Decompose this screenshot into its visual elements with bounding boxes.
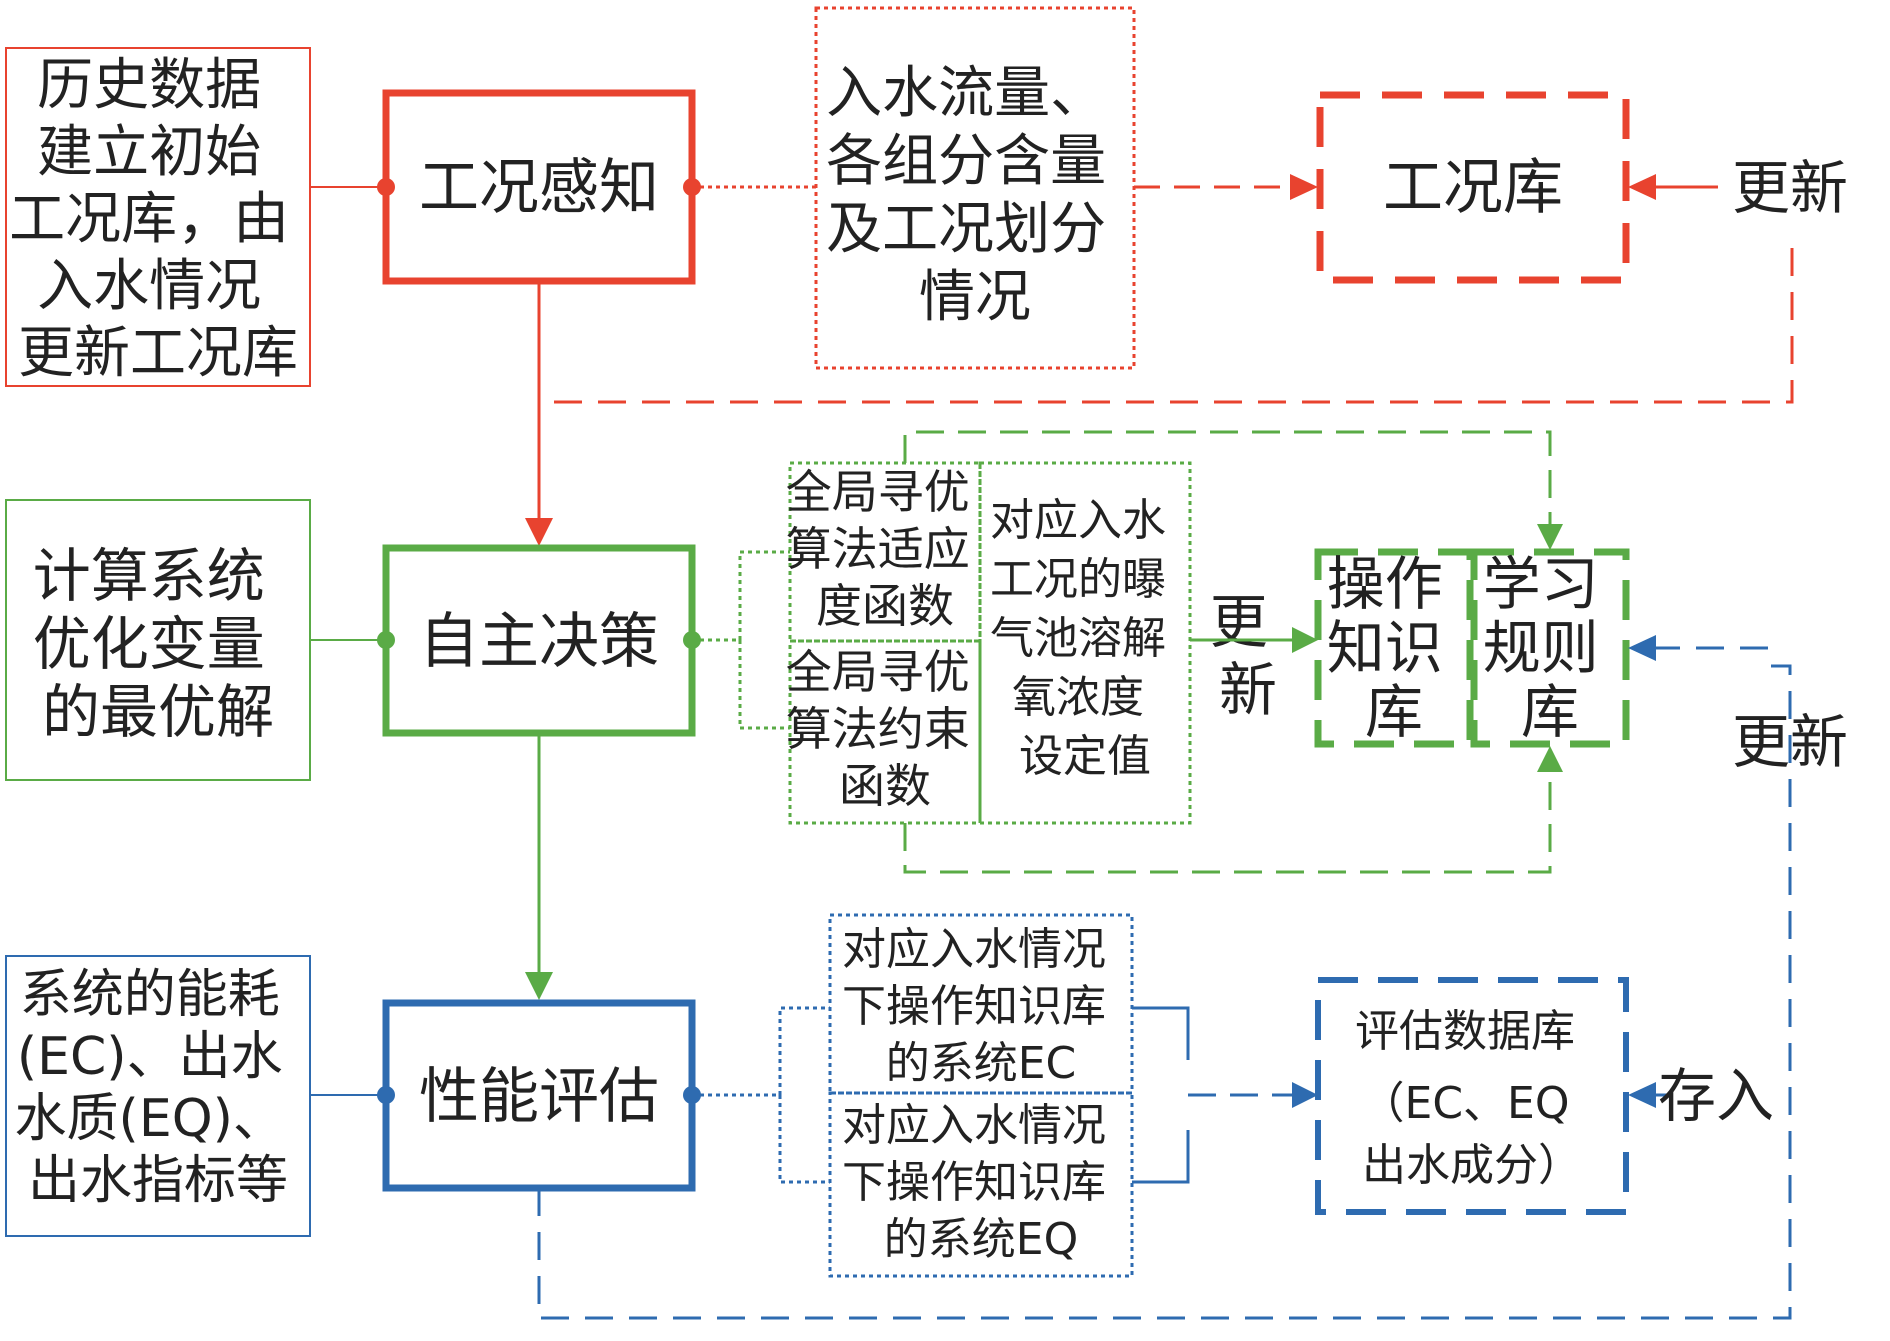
decision-update-label: 更 新 <box>1210 588 1286 724</box>
ec-result-text: 对应入水情况 下操作知识库 的系统EC <box>842 924 1120 1089</box>
perception-source-text: 历史数据 建立初始 工况库，由 入水情况 更新工况库 <box>9 53 307 386</box>
evaluation-main-label: 性能评估 <box>419 1062 659 1132</box>
eq-result-text: 对应入水情况 下操作知识库 的系统EQ <box>842 1100 1120 1265</box>
evaluation-database-line: 评估数据库 <box>1355 1006 1575 1057</box>
constraint-to-rule-loop <box>903 766 1552 874</box>
fitness-function-line: 度函数 <box>816 579 954 633</box>
perception-decision-arrowhead <box>525 518 553 546</box>
library-update-arrowhead <box>1628 174 1656 200</box>
decision-source-line: 优化变量 <box>33 610 265 678</box>
perception-source-line: 更新工况库 <box>18 321 298 386</box>
constraint-function-line: 函数 <box>839 759 931 813</box>
decision-source-line: 的最优解 <box>42 678 274 746</box>
rule-library-line: 学习 <box>1483 550 1599 618</box>
evaluation-source-line: (EC)、出水 <box>17 1027 283 1087</box>
knowledge-library-line: 知识 <box>1327 614 1443 682</box>
rule-library-line: 库 <box>1521 678 1579 746</box>
perception-source-line: 建立初始 <box>37 120 261 185</box>
store-arrowhead <box>1628 1082 1656 1108</box>
evaluation-feedback-to-rules <box>1768 646 1770 648</box>
decision-evaluation-arrowhead <box>525 972 553 1000</box>
condition-library-box <box>1316 91 1630 284</box>
oxygen-setpoint-box <box>978 461 1192 825</box>
evaluation-source-text: 系统的能耗 (EC)、出水 水质(EQ)、 出水指标等 <box>15 965 302 1211</box>
perception-feedback-loop <box>540 248 1794 404</box>
perception-source-line: 工况库，由 <box>9 187 289 252</box>
knowledge-library-box <box>1314 548 1474 748</box>
rule-library-text: 学习 规则 库 <box>1483 550 1617 746</box>
ec-result-line: 的系统EC <box>886 1038 1077 1089</box>
perception-output-line: 及工况划分 <box>826 197 1106 262</box>
knowledge-library-line: 库 <box>1365 678 1423 746</box>
perception-library-arrowhead <box>1290 174 1318 200</box>
constraint-rule-arrowhead <box>1537 746 1563 772</box>
perception-output-line: 情况 <box>919 265 1031 330</box>
constraint-function-box <box>788 639 982 825</box>
perception-output-text: 入水流量、 各组分含量 及工况划分 情况 <box>826 61 1124 330</box>
perception-output-line: 入水流量、 <box>826 61 1106 126</box>
eq-result-line: 下操作知识库 <box>842 1157 1106 1208</box>
fitness-to-rule-loop <box>903 430 1552 530</box>
evaluation-feedback-loop <box>537 664 1792 1320</box>
oxygen-setpoint-line: 工况的曝 <box>990 554 1166 605</box>
knowledge-library-line: 操作 <box>1327 550 1443 618</box>
perception-output-line: 各组分含量 <box>826 129 1106 194</box>
ec-result-line: 下操作知识库 <box>842 981 1106 1032</box>
oxygen-setpoint-text: 对应入水 工况的曝 气池溶解 氧浓度 设定值 <box>990 495 1180 782</box>
decision-main-label: 自主决策 <box>419 607 659 677</box>
perception-update-label: 更新 <box>1732 154 1848 222</box>
condition-library-label: 工况库 <box>1383 153 1563 223</box>
perception-main-label: 工况感知 <box>419 153 659 223</box>
ec-result-line: 对应入水情况 <box>842 924 1106 975</box>
constraint-function-line: 全局寻优 <box>786 645 970 699</box>
evaluation-database-line: 出水成分） <box>1362 1140 1582 1191</box>
decision-row: 计算系统 优化变量 的最优解 自主决策 全局寻优 算法适应 度函数 全局寻优 算… <box>5 430 1630 1000</box>
perception-source-line: 入水情况 <box>37 254 261 319</box>
constraint-function-text: 全局寻优 算法约束 函数 <box>786 645 985 813</box>
evaluation-row: 系统的能耗 (EC)、出水 水质(EQ)、 出水指标等 性能评估 对应入水情况 … <box>5 635 1848 1320</box>
setpoint-knowledge-arrowhead <box>1292 627 1318 653</box>
eq-result-box <box>828 1091 1134 1278</box>
evaluation-branch-connector <box>692 1006 830 1097</box>
decision-branch-connector-lower <box>738 640 790 730</box>
evaluation-branch-connector-lower <box>778 1095 830 1184</box>
perception-source-box <box>5 47 311 387</box>
oxygen-setpoint-line: 气池溶解 <box>990 613 1166 664</box>
rule-library-line: 规则 <box>1483 614 1599 682</box>
decision-branch-connector <box>692 550 790 642</box>
decision-update-char: 更 <box>1210 588 1268 656</box>
rule-library-box <box>1470 548 1630 748</box>
decision-source-text: 计算系统 优化变量 的最优解 <box>33 542 283 746</box>
eq-result-line: 对应入水情况 <box>842 1100 1106 1151</box>
decision-source-line: 计算系统 <box>33 542 265 610</box>
oxygen-setpoint-line: 对应入水 <box>990 495 1166 546</box>
decision-update-char: 新 <box>1219 656 1277 724</box>
ec-to-database-connector <box>1132 1006 1190 1060</box>
fitness-function-line: 全局寻优 <box>786 465 970 519</box>
perception-row: 历史数据 建立初始 工况库，由 入水情况 更新工况库 工况感知 入水流量、 各组… <box>5 6 1848 546</box>
eq-result-line: 的系统EQ <box>884 1214 1078 1265</box>
evaluation-source-line: 出水指标等 <box>28 1151 288 1211</box>
eq-to-database-connector <box>1132 1130 1190 1184</box>
knowledge-library-text: 操作 知识 库 <box>1327 550 1461 746</box>
evaluation-database-box <box>1315 977 1629 1215</box>
evaluation-source-line: 系统的能耗 <box>20 965 280 1025</box>
evaluation-database-text: 评估数据库 （EC、EQ 出水成分） <box>1355 1006 1589 1191</box>
fitness-function-text: 全局寻优 算法适应 度函数 <box>786 465 985 633</box>
evaluation-database-line: （EC、EQ <box>1361 1078 1570 1129</box>
evaluation-store-label: 存入 <box>1658 1062 1774 1130</box>
constraint-function-line: 算法约束 <box>786 702 970 756</box>
evaluation-source-line: 水质(EQ)、 <box>15 1089 285 1149</box>
results-database-arrowhead <box>1292 1082 1318 1108</box>
perception-source-line: 历史数据 <box>37 53 261 118</box>
oxygen-setpoint-line: 设定值 <box>1019 731 1151 782</box>
fitness-rule-arrowhead <box>1537 524 1563 550</box>
fitness-function-line: 算法适应 <box>786 522 970 576</box>
oxygen-setpoint-line: 氧浓度 <box>1012 672 1144 723</box>
update-rule-arrowhead <box>1628 635 1656 661</box>
